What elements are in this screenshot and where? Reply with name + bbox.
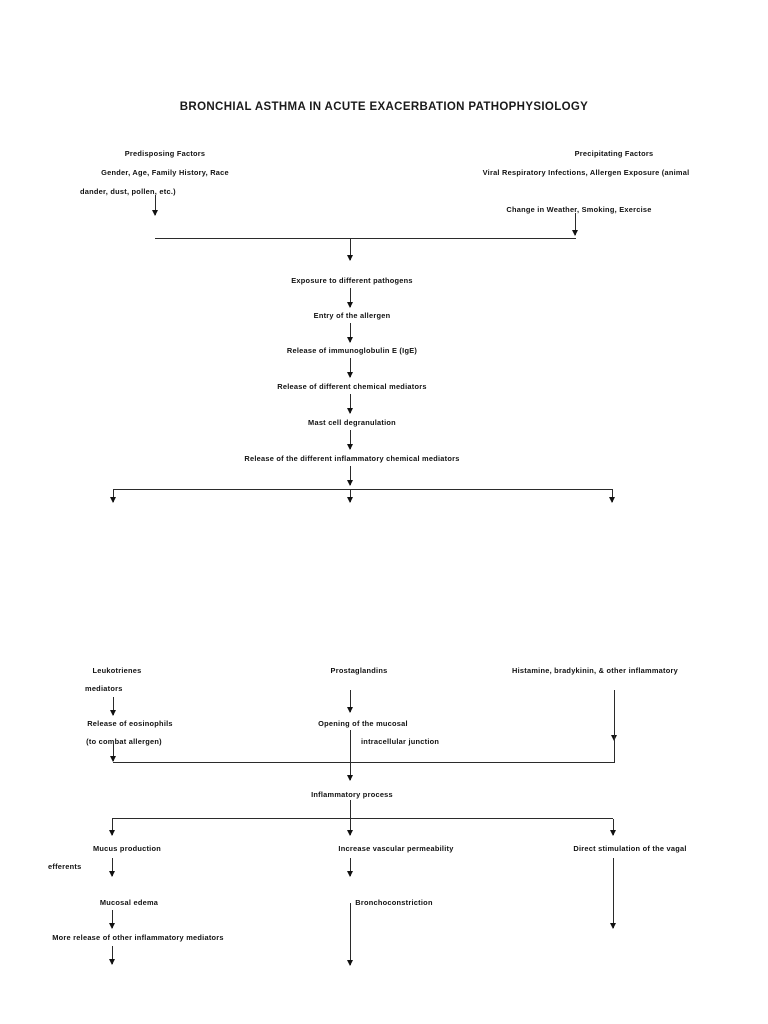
node-exposure-to-pathogens: Exposure to different pathogens (291, 276, 413, 285)
arrow-edema-to-more-release (109, 910, 115, 929)
arrow-join-top-to-exposure (347, 239, 353, 261)
node-inflammatory-process: Inflammatory process (311, 790, 393, 799)
arrow-eosinophils-to-join (110, 742, 116, 762)
arrow-split-to-prostaglandins (347, 490, 353, 503)
arrow-ige-to-chemical-mediators (347, 358, 353, 378)
node-predisposing-detail: Gender, Age, Family History, Race (101, 168, 229, 177)
node-predisposing-heading: Predisposing Factors (124, 149, 206, 158)
node-histamine-bradykinin: Histamine, bradykinin, & other inflammat… (512, 666, 678, 675)
node-opening-mucosal: Opening of the mucosal (318, 719, 408, 728)
node-precipitating-detail-2: Change in Weather, Smoking, Exercise (506, 205, 652, 214)
arrow-inflammatory-to-split (347, 466, 353, 486)
line-histamine-to-join (614, 690, 615, 762)
node-release-ige: Release of immunoglobulin E (IgE) (286, 346, 418, 355)
join-bar-top (155, 238, 576, 239)
node-release-chemical-mediators: Release of different chemical mediators (277, 382, 427, 391)
arrow-prostaglandins-to-mucosal (347, 690, 353, 713)
node-mucosal-edema: Mucosal edema (99, 898, 159, 907)
arrow-bronchoconstriction-down (347, 903, 353, 966)
node-mediators-wrap: mediators (85, 684, 123, 693)
arrow-more-release-down (109, 946, 115, 965)
split-bar-outcomes (112, 818, 613, 819)
page-title: BRONCHIAL ASTHMA IN ACUTE EXACERBATION P… (179, 101, 589, 113)
split-bar-mediators (113, 489, 613, 490)
arrow-outcomes-to-vascular (347, 819, 353, 836)
arrow-predisposing-down (152, 195, 158, 216)
node-vascular-permeability: Increase vascular permeability (338, 844, 454, 853)
arrow-mast-cell-to-inflammatory (347, 430, 353, 450)
arrow-vagal-down (610, 858, 616, 929)
arrow-entry-to-ige (347, 323, 353, 343)
node-entry-of-allergen: Entry of the allergen (313, 311, 391, 320)
node-combat-allergen: (to combat allergen) (86, 737, 162, 746)
node-precipitating-detail: Viral Respiratory Infections, Allergen E… (482, 168, 690, 177)
node-bronchoconstriction: Bronchoconstriction (355, 898, 433, 907)
line-inflammatory-to-split (350, 800, 351, 819)
node-release-inflammatory-mediators: Release of the different inflammatory ch… (244, 454, 460, 463)
node-mucus-production: Mucus production (92, 844, 162, 853)
arrow-split-to-histamine (609, 490, 615, 503)
node-predisposing-wrap: dander, dust, pollen, etc.) (80, 187, 176, 196)
arrow-join-to-inflammatory-process (347, 763, 353, 781)
arrow-outcomes-to-mucus (109, 819, 115, 836)
node-release-eosinophils: Release of eosinophils (87, 719, 173, 728)
node-precipitating-heading: Precipitating Factors (574, 149, 654, 158)
node-intracellular-junction: intracellular junction (361, 737, 440, 746)
node-more-release-mediators: More release of other inflammatory media… (52, 933, 224, 942)
arrow-outcomes-to-vagal (610, 819, 616, 836)
arrow-precipitating-down (572, 213, 578, 236)
arrow-split-to-leukotrienes (110, 490, 116, 503)
arrow-leukotrienes-to-eosinophils (110, 697, 116, 716)
node-vagal-stimulation: Direct stimulation of the vagal (573, 844, 687, 853)
node-efferents-wrap: efferents (48, 862, 82, 871)
node-prostaglandins: Prostaglandins (330, 666, 388, 675)
node-mast-cell-degranulation: Mast cell degranulation (308, 418, 396, 427)
arrow-mucus-to-edema (109, 858, 115, 877)
join-bar-inflammatory (113, 762, 615, 763)
arrow-vascular-to-bronchoconstriction (347, 858, 353, 877)
arrow-chemical-to-mast-cell (347, 394, 353, 414)
line-mucosal-to-join (350, 730, 351, 762)
arrow-exposure-to-entry (347, 288, 353, 308)
node-leukotrienes: Leukotrienes (92, 666, 142, 675)
